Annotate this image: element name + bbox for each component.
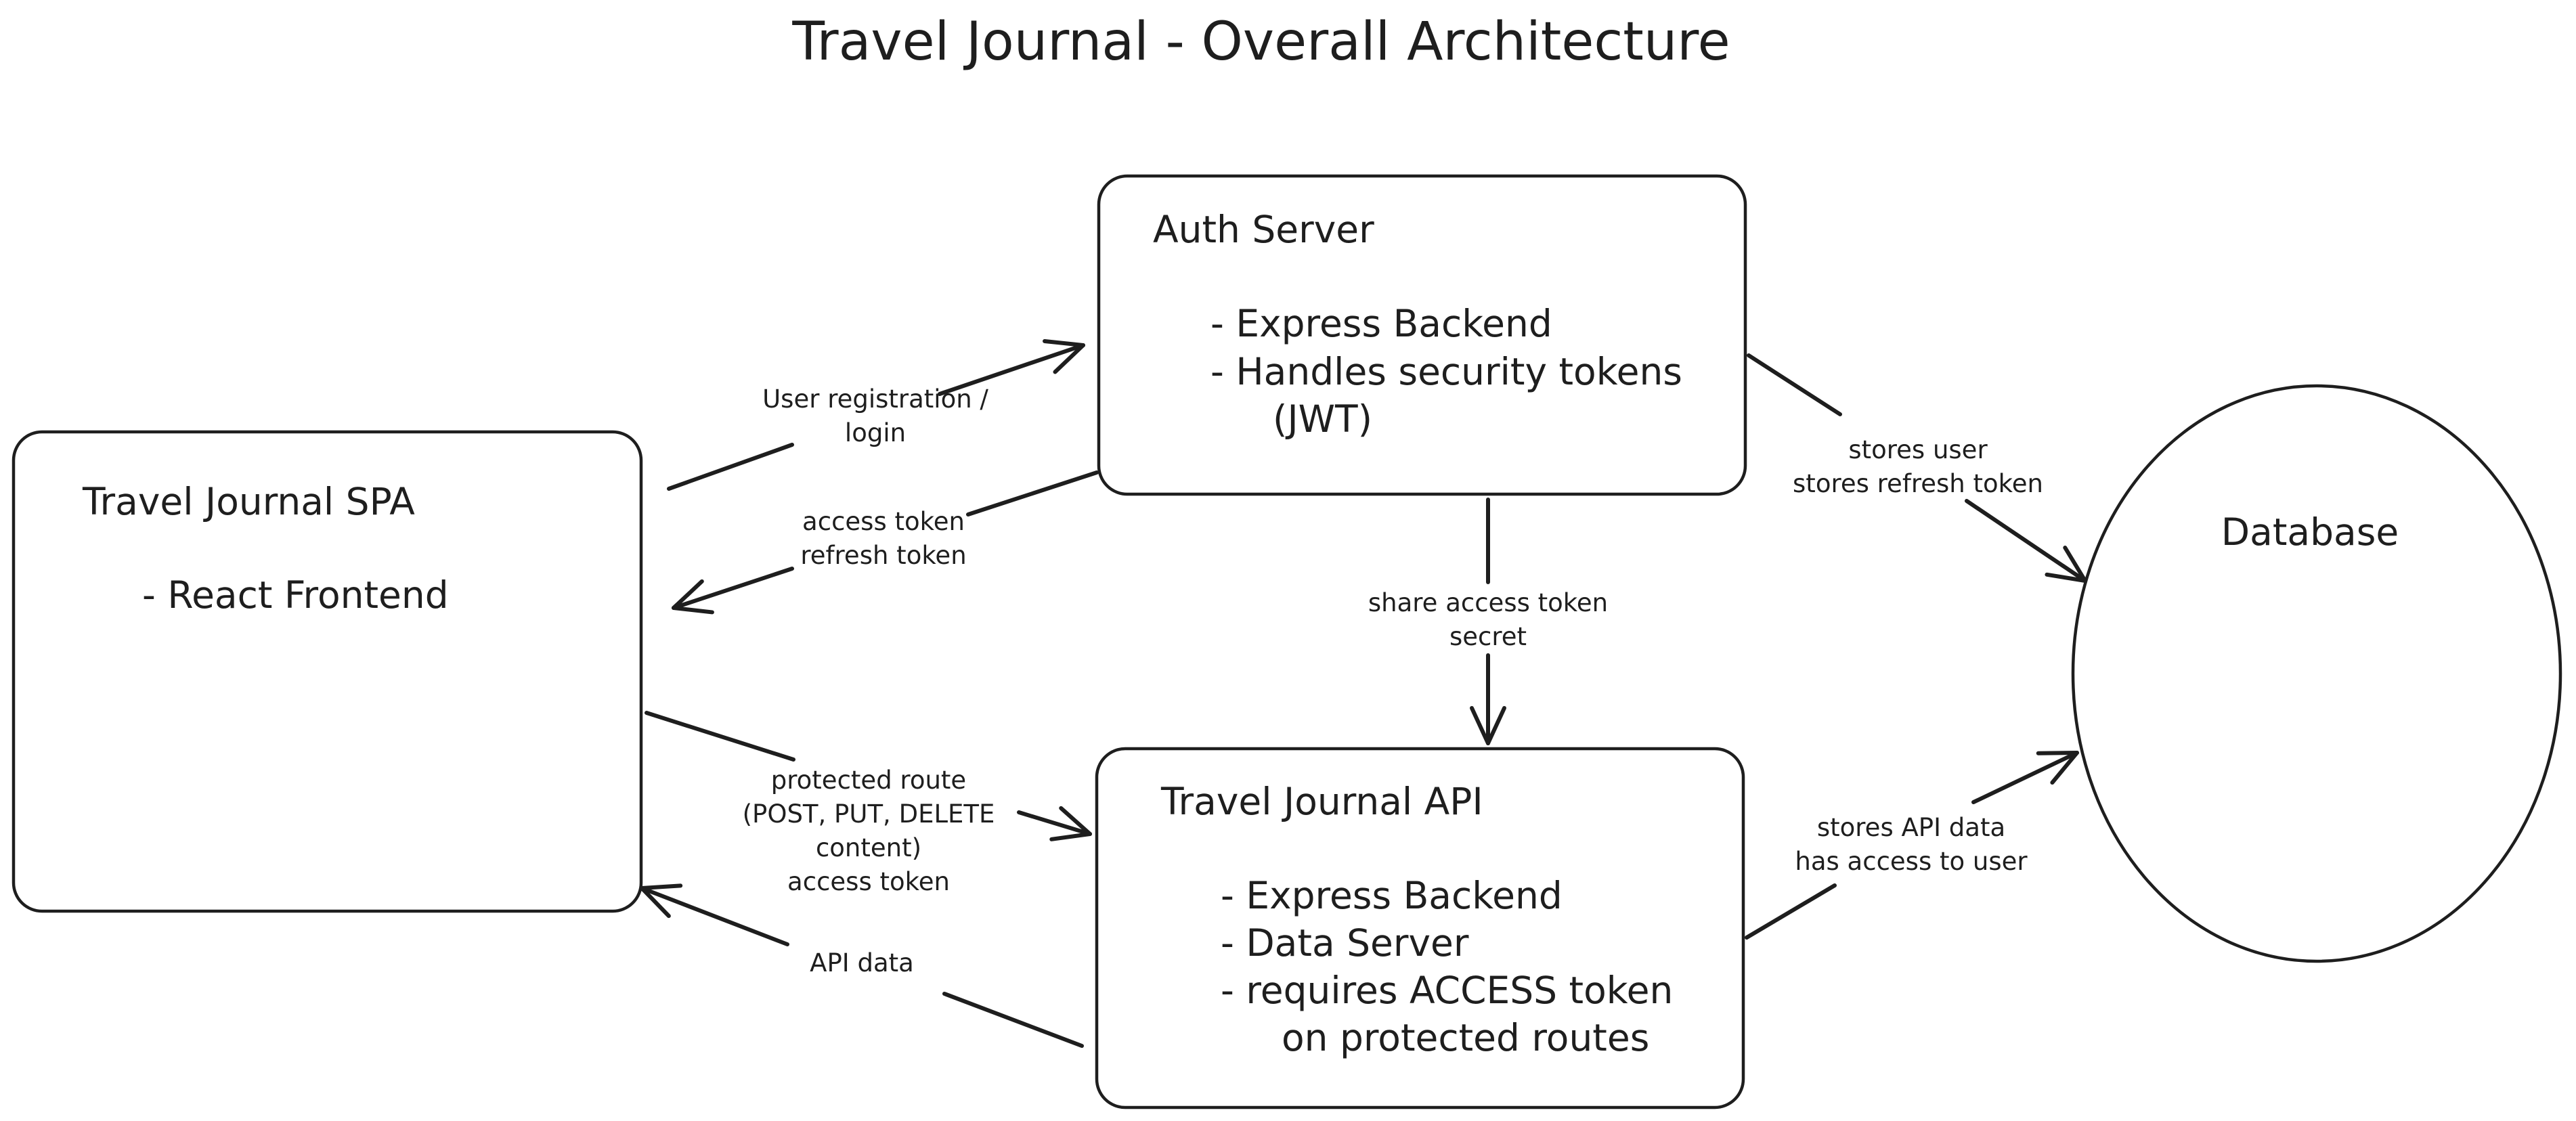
edge-auth-to-spa-line-a [966, 470, 1099, 516]
spa-box[interactable] [12, 430, 643, 913]
edge-spa-to-auth-label-2: login [845, 418, 906, 447]
edge-spa-to-api[interactable]: protected route (POST, PUT, DELETE conte… [645, 711, 1092, 896]
edge-api-to-db-line-b [1971, 751, 2079, 804]
api-item-1: - Express Backend [1221, 874, 1563, 917]
edge-auth-to-db-line-a [1747, 353, 1842, 416]
edge-api-to-db[interactable]: stores API data has access to user [1745, 751, 2079, 940]
node-auth-server[interactable]: Auth Server - Express Backend - Handles … [1097, 174, 1747, 496]
edge-auth-to-api-label-1: share access token [1368, 588, 1608, 617]
edge-spa-to-auth-label-1: User registration / [762, 384, 988, 414]
edge-api-to-spa-line-a [942, 992, 1084, 1048]
node-travel-journal-api[interactable]: Travel Journal API - Express Backend - D… [1095, 747, 1745, 1109]
edge-auth-to-db-label-2: stores refresh token [1793, 469, 2043, 498]
api-item-4: on protected routes [1282, 1016, 1649, 1059]
edge-api-to-db-label-1: stores API data [1817, 813, 2005, 842]
api-label: Travel Journal API [1160, 780, 1483, 823]
auth-box[interactable] [1097, 174, 1747, 496]
edge-spa-to-api-label-4: access token [787, 867, 950, 896]
edge-auth-to-db-line-b [1965, 499, 2087, 583]
edge-spa-to-auth[interactable]: User registration / login [667, 338, 1085, 491]
edge-spa-to-api-label-3: content) [816, 833, 921, 862]
edge-auth-to-spa-label-1: access token [802, 507, 965, 536]
edge-auth-to-db-label-1: stores user [1848, 435, 1988, 464]
edge-auth-to-api[interactable]: share access token secret [1368, 498, 1608, 745]
edge-spa-to-api-line-b [1017, 806, 1092, 841]
edge-api-to-spa[interactable]: API data [640, 883, 1084, 1048]
spa-item-1: - React Frontend [142, 573, 449, 617]
edge-api-to-spa-line-b [640, 883, 789, 946]
database-ellipse[interactable] [2071, 384, 2562, 963]
edge-spa-to-auth-line-b [938, 338, 1085, 396]
edge-auth-to-db[interactable]: stores user stores refresh token [1747, 353, 2087, 583]
edge-api-to-db-line-a [1745, 883, 1837, 940]
edge-api-to-spa-label-1: API data [810, 948, 914, 977]
edge-spa-to-api-label-1: protected route [771, 766, 966, 795]
edge-api-to-db-label-2: has access to user [1795, 847, 2028, 876]
auth-item-2: - Handles security tokens [1210, 350, 1682, 393]
edge-auth-to-spa[interactable]: access token refresh token [672, 470, 1099, 615]
auth-item-3: (JWT) [1273, 397, 1372, 441]
api-item-2: - Data Server [1221, 921, 1469, 965]
api-item-3: - requires ACCESS token [1221, 969, 1673, 1012]
edge-auth-to-spa-line-b [672, 567, 794, 615]
edge-spa-to-api-line-a [645, 711, 795, 762]
node-travel-journal-spa[interactable]: Travel Journal SPA - React Frontend [12, 430, 643, 913]
auth-item-1: - Express Backend [1210, 302, 1552, 345]
node-database[interactable]: Database [2071, 384, 2562, 963]
api-box[interactable] [1095, 747, 1745, 1109]
edge-auth-to-spa-label-2: refresh token [800, 541, 966, 570]
spa-label: Travel Journal SPA [82, 480, 415, 523]
page-title: Travel Journal - Overall Architecture [791, 12, 1730, 72]
auth-label: Auth Server [1153, 208, 1374, 251]
edge-spa-to-auth-line-a [667, 443, 794, 491]
edge-spa-to-api-label-2: (POST, PUT, DELETE [743, 799, 995, 829]
edge-auth-to-api-label-2: secret [1449, 622, 1527, 651]
database-label: Database [2221, 510, 2399, 554]
